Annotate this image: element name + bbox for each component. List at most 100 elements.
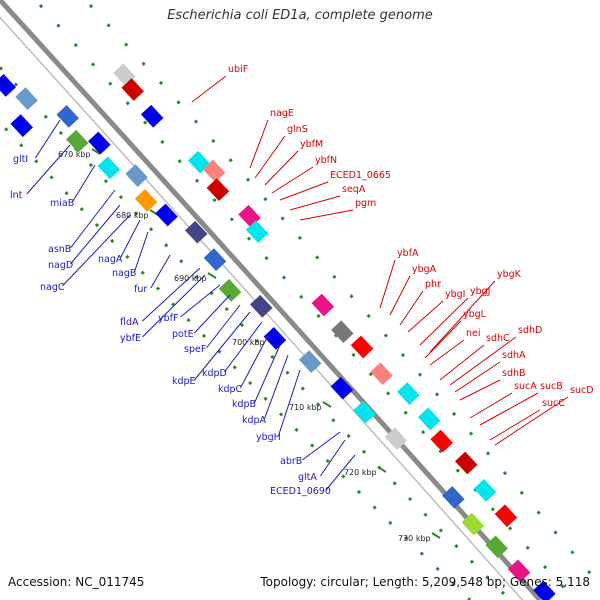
- gene-label-forward: ybgA: [412, 264, 437, 275]
- gene-label-forward: glnS: [287, 124, 308, 135]
- label-leader: [142, 267, 201, 322]
- gene-label-reverse: kdpC: [218, 384, 243, 395]
- gene-feature: [121, 78, 144, 101]
- gene-label-reverse: asnB: [48, 244, 71, 255]
- gene-feature: [417, 407, 441, 431]
- label-leader: [191, 75, 227, 103]
- gene-feature: [125, 164, 148, 187]
- gene-feature: [184, 220, 208, 244]
- gene-label-forward: ECED1_0665: [330, 170, 391, 181]
- gene-feature: [461, 512, 485, 536]
- label-leaders: [26, 75, 569, 491]
- gene-label-reverse: kdpB: [232, 399, 256, 410]
- gene-label-reverse: fur: [134, 284, 147, 295]
- gene-label-reverse: potE: [172, 329, 194, 340]
- gene-label-reverse: nagC: [40, 282, 65, 293]
- gene-label-forward: sucD: [570, 385, 594, 396]
- label-leader: [454, 361, 501, 393]
- gene-feature: [485, 535, 508, 559]
- gene-feature: [206, 178, 230, 201]
- gene-label-reverse: gltA: [298, 472, 317, 483]
- genome-backbone: [0, 0, 542, 600]
- gene-label-forward: nagE: [270, 108, 294, 119]
- label-leader: [439, 344, 485, 381]
- gene-label-forward: ybfA: [397, 248, 419, 259]
- gene-feature: [298, 350, 322, 373]
- gene-label-reverse: kdpE: [172, 376, 196, 387]
- gene-feature: [397, 382, 420, 405]
- gene-label-reverse: nagA: [98, 254, 123, 265]
- genome-stats: Topology: circular; Length: 5,209,548 bp…: [260, 575, 590, 589]
- gene-label-forward: pgm: [355, 198, 376, 209]
- label-leader: [479, 392, 539, 426]
- label-leader: [449, 336, 517, 386]
- label-leader: [271, 166, 314, 194]
- gene-feature: [245, 220, 269, 243]
- tick-label: 690 kbp: [174, 274, 207, 283]
- label-leader: [469, 392, 513, 419]
- label-leader: [253, 344, 281, 404]
- tick-label: 710 kbp: [289, 403, 322, 412]
- gene-label-reverse: nagD: [48, 260, 73, 271]
- gene-feature: [155, 203, 178, 227]
- gene-labels: ubiFnagEglnSybfMybfNECED1_0665seqApgmybf…: [10, 64, 594, 497]
- label-leader: [133, 231, 149, 273]
- label-leader: [34, 119, 61, 159]
- feature-tracks: [0, 3, 600, 600]
- label-leader: [407, 300, 444, 333]
- gene-label-reverse: fldA: [120, 317, 139, 328]
- gene-feature: [507, 559, 531, 583]
- gene-feature: [202, 159, 226, 183]
- gene-feature: [331, 320, 354, 344]
- tick-label: 680 kbp: [116, 211, 149, 220]
- label-leader: [319, 439, 346, 477]
- label-leader: [119, 219, 141, 259]
- gene-label-reverse: speF: [184, 344, 206, 355]
- gene-feature: [97, 156, 121, 180]
- gene-label-forward: ybgL: [463, 309, 487, 320]
- label-leader: [62, 214, 131, 287]
- gene-label-reverse: lnt: [10, 190, 23, 201]
- gene-label-forward: sdhA: [502, 350, 526, 361]
- label-leader: [254, 135, 286, 179]
- gene-label-reverse: ybgH: [256, 432, 281, 443]
- label-leader: [264, 150, 299, 186]
- gene-label-forward: sdhC: [486, 333, 510, 344]
- label-leader: [289, 195, 341, 211]
- label-leader: [194, 311, 251, 381]
- gene-label-reverse: abrB: [280, 456, 302, 467]
- label-leader: [494, 396, 569, 446]
- label-leader: [70, 189, 116, 249]
- gene-feature: [442, 486, 465, 509]
- gene-label-forward: ybgJ: [470, 286, 490, 297]
- label-leader: [419, 297, 469, 346]
- gene-feature: [384, 427, 408, 451]
- label-leader: [424, 320, 462, 359]
- gene-label-forward: ybgI: [445, 289, 465, 300]
- gene-feature: [430, 429, 453, 453]
- gene-feature: [15, 87, 38, 110]
- label-leader: [263, 354, 289, 420]
- gene-label-reverse: nagB: [112, 268, 136, 279]
- gene-feature: [454, 451, 478, 475]
- gene-label-forward: phr: [425, 279, 441, 290]
- label-leader: [279, 181, 329, 201]
- gene-feature: [250, 294, 273, 318]
- gene-feature: [352, 400, 376, 424]
- label-leader: [71, 164, 96, 203]
- gene-label-reverse: kdpD: [202, 368, 227, 379]
- gene-label-reverse: ybfF: [158, 313, 178, 324]
- gene-label-reverse: ybfE: [120, 333, 141, 344]
- label-leader: [277, 369, 301, 437]
- gene-label-forward: sucC: [542, 398, 565, 409]
- label-leader: [26, 144, 71, 195]
- gene-feature: [330, 376, 354, 400]
- gene-feature: [140, 104, 164, 128]
- tick-label: 670 kbp: [58, 150, 91, 159]
- label-leader: [489, 409, 541, 441]
- accession-label: Accession: NC_011745: [8, 575, 145, 589]
- gene-feature: [65, 129, 89, 153]
- label-leader: [249, 119, 269, 169]
- label-leader: [302, 431, 341, 461]
